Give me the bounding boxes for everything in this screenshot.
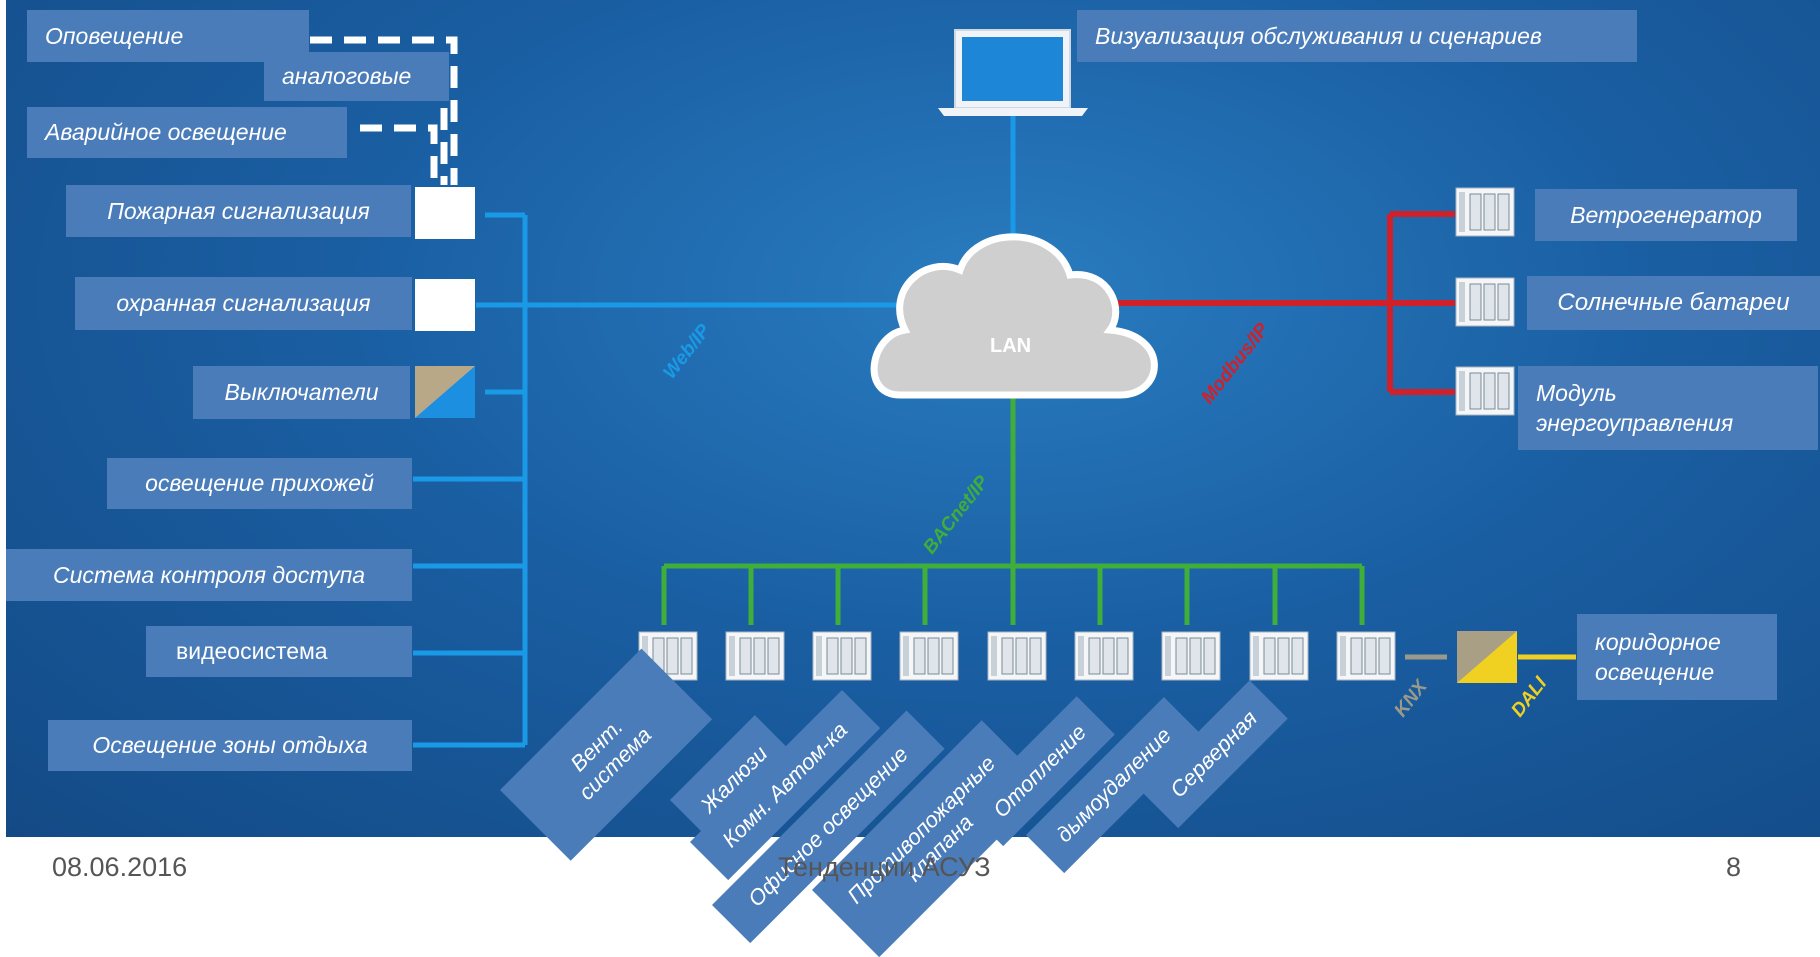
modbus-bus xyxy=(1110,211,1455,395)
switch-device-icon xyxy=(415,366,475,418)
security-device-icon xyxy=(415,279,475,331)
wind-generator-label: Ветрогенератор xyxy=(1535,189,1797,241)
corridor-light-label: коридорное освещение xyxy=(1577,614,1777,700)
bacnet-label: BACnet/IP xyxy=(919,472,993,558)
controller-cabinet-icon xyxy=(987,631,1047,681)
footer-title: Тенденции АСУЗ xyxy=(778,852,991,882)
controller-cabinet-icon xyxy=(899,631,959,681)
emergency-light-label: Аварийное освещение xyxy=(27,107,347,158)
modbus-label: Modbus/IP xyxy=(1197,319,1273,408)
solar-label: Солнечные батареи xyxy=(1527,276,1820,330)
laptop-icon xyxy=(938,29,1088,116)
dali-device-icon xyxy=(1457,631,1517,683)
cloud-label: LAN xyxy=(990,335,1031,357)
video-label: видеосистема xyxy=(146,626,412,677)
lan-cloud-icon xyxy=(870,233,1158,399)
energy-module-label: Модуль энергоуправления xyxy=(1518,366,1818,450)
controller-cabinet-icon xyxy=(1455,187,1515,237)
hall-light-label: освещение прихожей xyxy=(107,458,412,509)
visualization-label: Визуализация обслуживания и сценариев xyxy=(1077,10,1637,62)
fire-alarm-label: Пожарная сигнализация xyxy=(66,185,411,237)
controller-cabinet-icon xyxy=(812,631,872,681)
knx-label: KNX xyxy=(1390,675,1432,721)
fire-alarm-device-icon xyxy=(415,187,475,239)
controller-cabinet-icon xyxy=(1455,366,1515,416)
notification-label: Оповещение xyxy=(27,10,309,62)
rest-light-label: Освещение зоны отдыха xyxy=(48,720,412,771)
access-control-label: Система контроля доступа xyxy=(6,549,412,601)
analog-label: аналоговые xyxy=(264,52,449,101)
controller-cabinet-icon xyxy=(725,631,785,681)
controller-cabinet-icon xyxy=(1455,277,1515,327)
bacnet-bus xyxy=(661,390,1365,625)
controller-cabinet-icon xyxy=(1074,631,1134,681)
web-ip-bus xyxy=(413,115,1016,748)
controller-cabinet-icon xyxy=(1336,631,1396,681)
controller-cabinet-icon xyxy=(1161,631,1221,681)
footer-page-number: 8 xyxy=(1726,852,1742,882)
controller-group xyxy=(638,187,1515,681)
connection-lines: Web/IP Modbus/IP BACnet/IP KNX DALI LAN xyxy=(413,29,1576,748)
footer-date: 08.06.2016 xyxy=(52,852,188,882)
diagram-slide: Web/IP Modbus/IP BACnet/IP KNX DALI LAN … xyxy=(6,0,1820,957)
web-ip-label: Web/IP xyxy=(659,320,715,383)
controller-cabinet-icon xyxy=(1249,631,1309,681)
security-alarm-label: охранная сигнализация xyxy=(75,277,412,330)
switches-label: Выключатели xyxy=(193,366,410,419)
